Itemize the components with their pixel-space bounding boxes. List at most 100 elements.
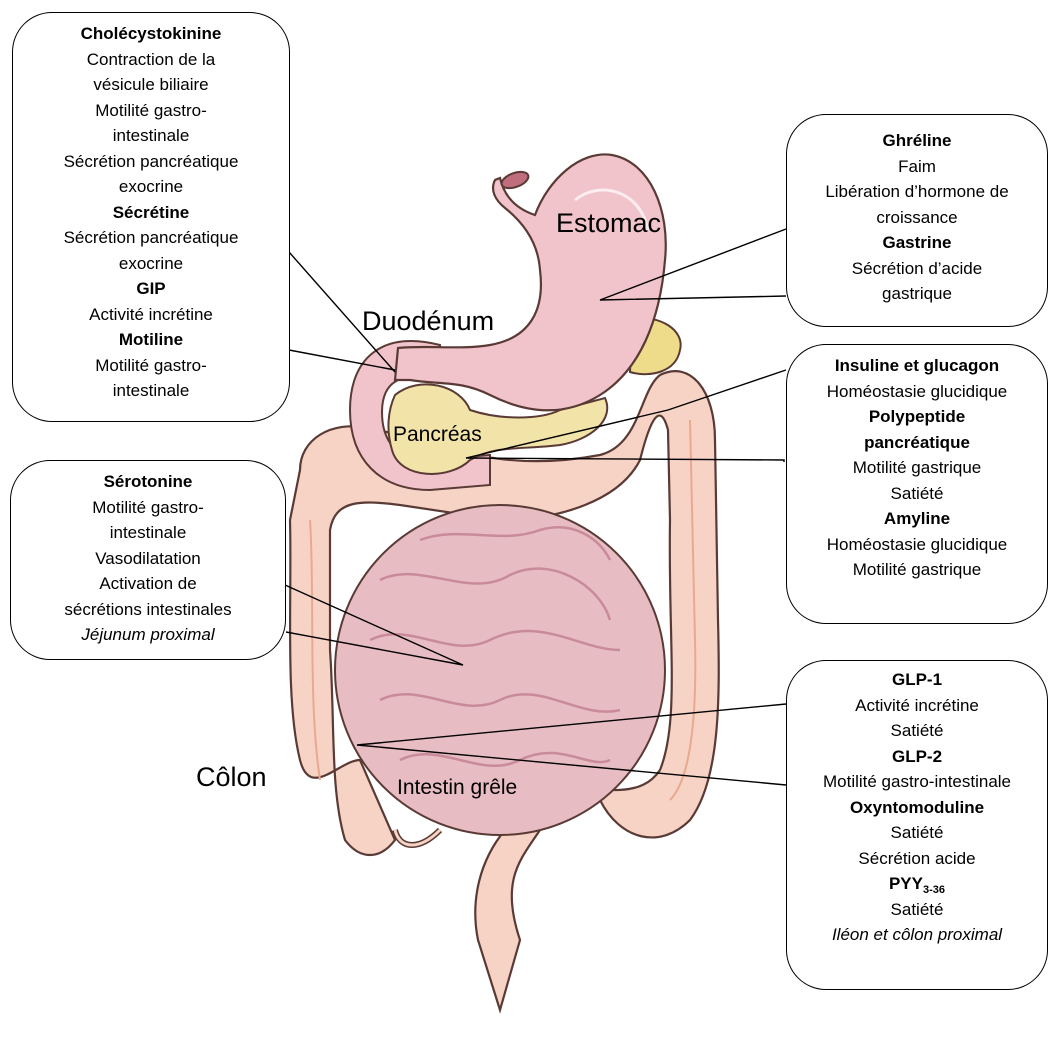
estomac-box-text: Libération d’hormone de: [825, 182, 1008, 201]
ileon-box-line: Sécrétion acide: [787, 846, 1047, 872]
label-intestin-grele: Intestin grêle: [397, 776, 517, 800]
label-pancreas: Pancréas: [393, 423, 482, 447]
ileon-box-text: Satiété: [891, 721, 944, 740]
duodenum-box-line: Sécrétion pancréatique: [13, 149, 289, 175]
jejunum-box-text: sécrétions intestinales: [64, 600, 231, 619]
pancreas-box-line: Amyline: [787, 506, 1047, 532]
pancreas-box-text: Homéostasie glucidique: [827, 382, 1008, 401]
duodenum-box-line: Sécrétine: [13, 200, 289, 226]
jejunum-box-line: Motilité gastro-: [11, 495, 285, 521]
estomac-box-text: croissance: [876, 208, 957, 227]
duodenum-box-text: Motiline: [119, 330, 183, 349]
pancreas-box-text: Motilité gastrique: [853, 560, 982, 579]
duodenum-box-text: Motilité gastro-: [95, 356, 206, 375]
duodenum-box-line: GIP: [13, 276, 289, 302]
duodenum-box-line: Contraction de la: [13, 47, 289, 73]
ileon-box-text: Iléon et côlon proximal: [832, 925, 1002, 944]
jejunum-box-text: Sérotonine: [104, 472, 193, 491]
pancreas-box-line: pancréatique: [787, 430, 1047, 456]
stomach-shape: [395, 154, 666, 410]
duodenum-box-text: Sécrétion pancréatique: [64, 152, 239, 171]
duodenum-box-text: vésicule biliaire: [93, 75, 208, 94]
estomac-box-line: Gastrine: [787, 230, 1047, 256]
duodenum-box-text: intestinale: [113, 381, 190, 400]
pancreas-box-text: pancréatique: [864, 433, 970, 452]
ileon-box-line: Iléon et côlon proximal: [787, 922, 1047, 948]
estomac-box-text: Faim: [898, 157, 936, 176]
estomac-box-text: Ghréline: [883, 131, 952, 150]
duodenum-box-line: Motilité gastro-: [13, 353, 289, 379]
pancreas-box-line: Homéostasie glucidique: [787, 532, 1047, 558]
pancreas-box-text: Homéostasie glucidique: [827, 535, 1008, 554]
ileon-box-line: Oxyntomoduline: [787, 795, 1047, 821]
ileon-box-text: PYY: [889, 874, 923, 893]
jejunum-box-text: Vasodilatation: [95, 549, 201, 568]
estomac-box-line: Libération d’hormone de: [787, 179, 1047, 205]
ileon-box-text: GLP-1: [892, 670, 942, 689]
esophagus-opening: [499, 169, 530, 192]
duodenum-box-line: Cholécystokinine: [13, 21, 289, 47]
jejunum-box-line: intestinale: [11, 520, 285, 546]
ileon-box-line: Satiété: [787, 718, 1047, 744]
ileon-box-line: Satiété: [787, 820, 1047, 846]
duodenum-box-line: Sécrétion pancréatique: [13, 225, 289, 251]
jejunum-box-line: Sérotonine: [11, 469, 285, 495]
label-estomac: Estomac: [556, 208, 661, 239]
estomac-box-line: gastrique: [787, 281, 1047, 307]
label-duodenum: Duodénum: [362, 306, 494, 337]
ileon-box-text: Activité incrétine: [855, 696, 979, 715]
duodenum-box-line: Motiline: [13, 327, 289, 353]
duodenum-box-text: Sécrétion pancréatique: [64, 228, 239, 247]
estomac-box-line: Faim: [787, 154, 1047, 180]
jejunum-box-line: Activation de: [11, 571, 285, 597]
estomac-box-text: Sécrétion d’acide: [852, 259, 982, 278]
duodenum-box-text: Activité incrétine: [89, 305, 213, 324]
ileon-box-text: Sécrétion acide: [858, 849, 975, 868]
ileon-box-line: GLP-1: [787, 667, 1047, 693]
pancreas-box-line: Satiété: [787, 481, 1047, 507]
jejunum-box-line: sécrétions intestinales: [11, 597, 285, 623]
jejunum-box-line: Jéjunum proximal: [11, 622, 285, 648]
ileon-box-subscript: 3-36: [923, 884, 945, 896]
pancreas-box-line: Motilité gastrique: [787, 557, 1047, 583]
ileon-box-line: Activité incrétine: [787, 693, 1047, 719]
pancreas-box-text: Satiété: [891, 484, 944, 503]
ileon-box-text: Satiété: [891, 900, 944, 919]
ileon-box-text: Oxyntomoduline: [850, 798, 984, 817]
duodenum-box-text: Motilité gastro-: [95, 101, 206, 120]
estomac-box-line: croissance: [787, 205, 1047, 231]
duodenum-box-text: Contraction de la: [87, 50, 216, 69]
duodenum-box-text: Cholécystokinine: [81, 24, 222, 43]
estomac-box-line: Ghréline: [787, 128, 1047, 154]
jejunum-box-text: intestinale: [110, 523, 187, 542]
duodenum-box-line: vésicule biliaire: [13, 72, 289, 98]
pancreas-box-text: Insuline et glucagon: [835, 356, 999, 375]
pancreas-box-text: Amyline: [884, 509, 950, 528]
pancreas-box-text: Polypeptide: [869, 407, 965, 426]
duodenum-box-line: intestinale: [13, 123, 289, 149]
jejunum-box-text: Jéjunum proximal: [81, 625, 214, 644]
pancreas-box-text: Motilité gastrique: [853, 458, 982, 477]
ileon-box-text: GLP-2: [892, 747, 942, 766]
duodenum-box-line: Activité incrétine: [13, 302, 289, 328]
ileon-box-text: Motilité gastro-intestinale: [823, 772, 1011, 791]
duodenum-box-text: exocrine: [119, 254, 183, 273]
ileon-box-line: PYY3-36: [787, 871, 1047, 897]
jejunum-box-line: Vasodilatation: [11, 546, 285, 572]
ileon-box-text: Satiété: [891, 823, 944, 842]
estomac-box-text: gastrique: [882, 284, 952, 303]
duodenum-box-line: exocrine: [13, 174, 289, 200]
jejunum-box-text: Motilité gastro-: [92, 498, 203, 517]
duodenum-box-text: Sécrétine: [113, 203, 190, 222]
duodenum-box-line: Motilité gastro-: [13, 98, 289, 124]
ileon-box-line: GLP-2: [787, 744, 1047, 770]
pancreas-box-line: Homéostasie glucidique: [787, 379, 1047, 405]
estomac-box-line: Sécrétion d’acide: [787, 256, 1047, 282]
duodenum-box-line: intestinale: [13, 378, 289, 404]
ileon-box-line: Satiété: [787, 897, 1047, 923]
